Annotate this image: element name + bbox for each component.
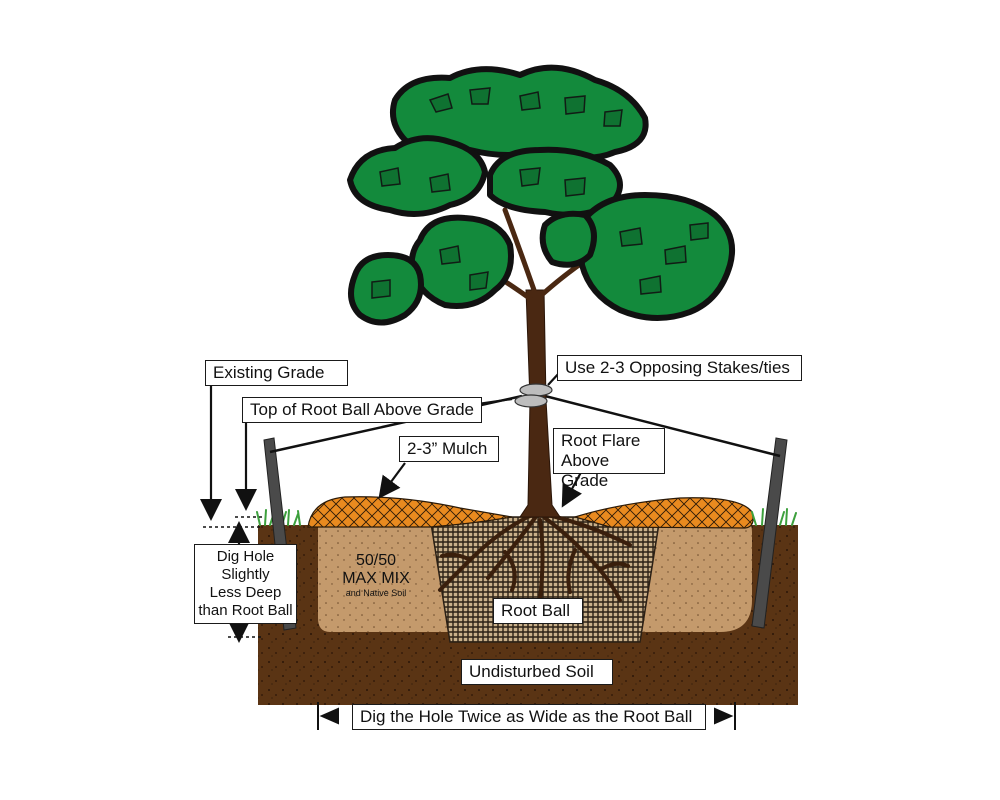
- dig-depth-line-3: Less Deep: [209, 584, 282, 601]
- tree-icon: [347, 64, 736, 326]
- dig-depth-line-4: than Root Ball: [198, 602, 293, 619]
- dig-width-label: Dig the Hole Twice as Wide as the Root B…: [352, 704, 706, 730]
- stakes-label: Use 2-3 Opposing Stakes/ties: [557, 355, 802, 381]
- roots: [438, 513, 632, 602]
- root-flare-line-1: Root Flare: [561, 431, 641, 450]
- backfill-mix-line-2: MAX MIX: [342, 570, 410, 587]
- arrow-icon: [200, 371, 586, 643]
- top-of-root-ball-label: Top of Root Ball Above Grade: [242, 397, 482, 423]
- backfill-mix-line-1: 50/50: [355, 552, 397, 569]
- root-flare-line-2: Above Grade: [561, 451, 610, 490]
- mulch-right: [572, 497, 754, 529]
- dig-depth-line-1: Dig Hole: [216, 548, 275, 565]
- grade-reference-lines: [203, 516, 262, 638]
- mulch-label: 2-3” Mulch: [399, 436, 499, 462]
- root-ball-label: Root Ball: [493, 598, 583, 624]
- backfill-mix-label: 50/50 MAX MIX and Native Soil: [330, 552, 422, 599]
- width-dimension: [317, 702, 736, 730]
- mulch-left: [307, 496, 513, 528]
- existing-grade-label: Existing Grade: [205, 360, 348, 386]
- root-flare-label: Root Flare Above Grade: [553, 428, 665, 490]
- undisturbed-soil-label: Undisturbed Soil: [461, 659, 613, 685]
- backfill-mix-subtext: and Native Soil: [345, 588, 407, 598]
- dig-depth-line-2: Slightly: [221, 566, 270, 583]
- tie-icon: [514, 383, 553, 408]
- dig-depth-label: Dig Hole Slightly Less Deep than Root Ba…: [194, 544, 297, 624]
